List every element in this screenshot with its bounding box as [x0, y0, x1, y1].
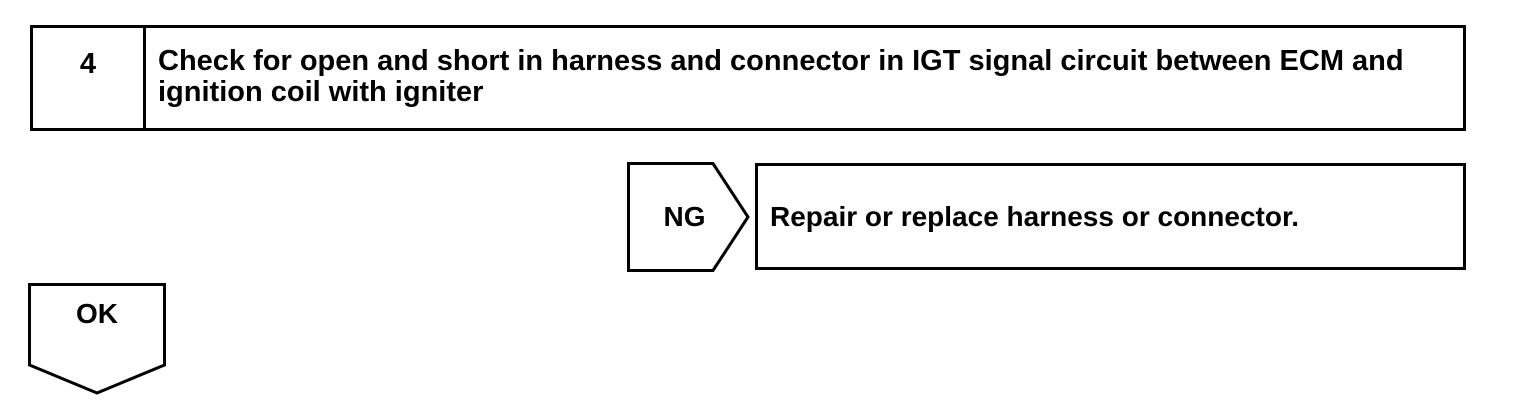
step-number: 4	[33, 28, 146, 128]
ng-label: NG	[663, 201, 706, 232]
ng-arrow-shape	[627, 162, 750, 272]
ng-action-box: Repair or replace harness or connector.	[755, 163, 1466, 270]
ok-label: OK	[76, 298, 118, 329]
ok-arrow-shape	[28, 283, 166, 395]
step-title: Check for open and short in harness and …	[158, 45, 1404, 108]
ng-action-text: Repair or replace harness or connector.	[770, 200, 1300, 232]
step-box: 4 Check for open and short in harness an…	[30, 25, 1466, 131]
